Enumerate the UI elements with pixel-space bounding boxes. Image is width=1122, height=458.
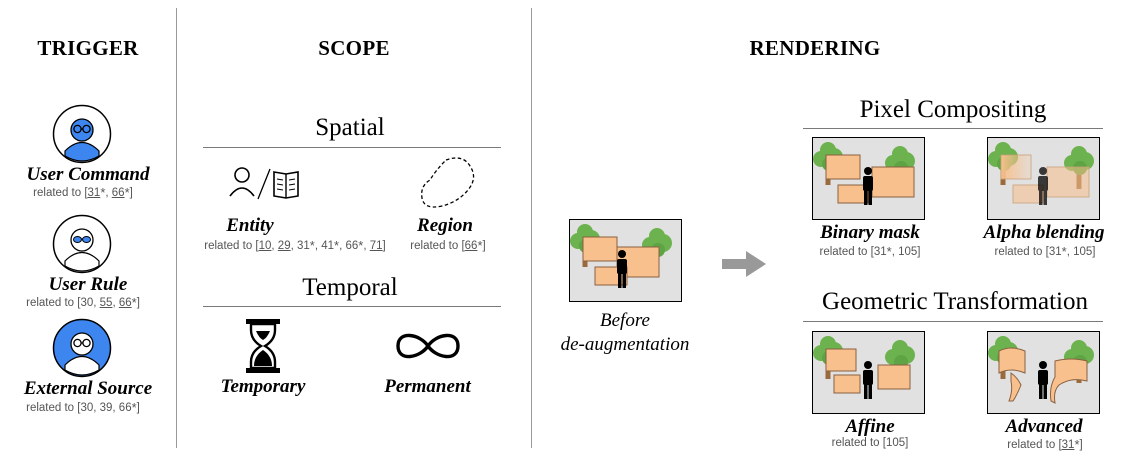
before-thumbnail	[569, 219, 682, 307]
temporary-label: Temporary	[220, 376, 306, 397]
binary-mask-thumbnail	[812, 137, 925, 225]
rendering-title: RENDERING	[749, 36, 881, 60]
spatial-rule	[203, 147, 501, 148]
external-source-icon	[52, 318, 112, 383]
user-rule-label: User Rule	[48, 274, 128, 295]
geometric-rule	[803, 321, 1103, 322]
before-label-line1: Before	[600, 310, 650, 331]
external-source-label: External Source	[23, 378, 153, 399]
region-icon	[418, 156, 480, 217]
affine-refs: related to [105]	[831, 437, 909, 449]
region-refs: related to [66*]	[410, 238, 486, 253]
hourglass-icon	[243, 318, 283, 379]
region-label: Region	[417, 215, 473, 236]
geometric-heading: Geometric Transformation	[822, 288, 1088, 315]
user-rule-refs: related to [30, 55, 66*]	[26, 295, 140, 310]
user-rule-icon	[52, 214, 112, 279]
permanent-label: Permanent	[384, 376, 471, 397]
arrow-icon	[722, 251, 768, 282]
binary-mask-label: Binary mask	[820, 222, 920, 243]
affine-thumbnail	[812, 331, 925, 419]
user-command-refs: related to [31*, 66*]	[33, 185, 133, 200]
user-command-label: User Command	[26, 164, 150, 185]
pixel-compositing-heading: Pixel Compositing	[859, 96, 1047, 123]
entity-icon	[228, 166, 312, 207]
entity-refs: related to [10, 29, 31*, 41*, 66*, 71]	[204, 238, 386, 253]
infinity-icon	[392, 326, 464, 371]
binary-mask-refs: related to [31*, 105]	[819, 244, 921, 259]
divider-right	[531, 8, 532, 448]
user-command-icon	[52, 104, 112, 169]
divider-left	[176, 8, 177, 448]
pixel-rule	[803, 128, 1103, 129]
temporal-heading: Temporal	[302, 274, 398, 301]
alpha-blending-refs: related to [31*, 105]	[994, 244, 1096, 259]
external-source-refs: related to [30, 39, 66*]	[26, 400, 140, 415]
alpha-blending-thumbnail	[987, 137, 1100, 225]
trigger-title: TRIGGER	[37, 36, 139, 60]
affine-label: Affine	[845, 416, 895, 437]
entity-label: Entity	[226, 215, 274, 236]
advanced-refs: related to [31*]	[1007, 437, 1083, 452]
scope-title: SCOPE	[318, 36, 390, 60]
temporal-rule	[203, 306, 501, 307]
alpha-blending-label: Alpha blending	[983, 222, 1105, 243]
advanced-thumbnail	[987, 331, 1100, 419]
advanced-label: Advanced	[1005, 416, 1083, 437]
spatial-heading: Spatial	[315, 114, 385, 141]
before-label-line2: de-augmentation	[560, 334, 690, 355]
